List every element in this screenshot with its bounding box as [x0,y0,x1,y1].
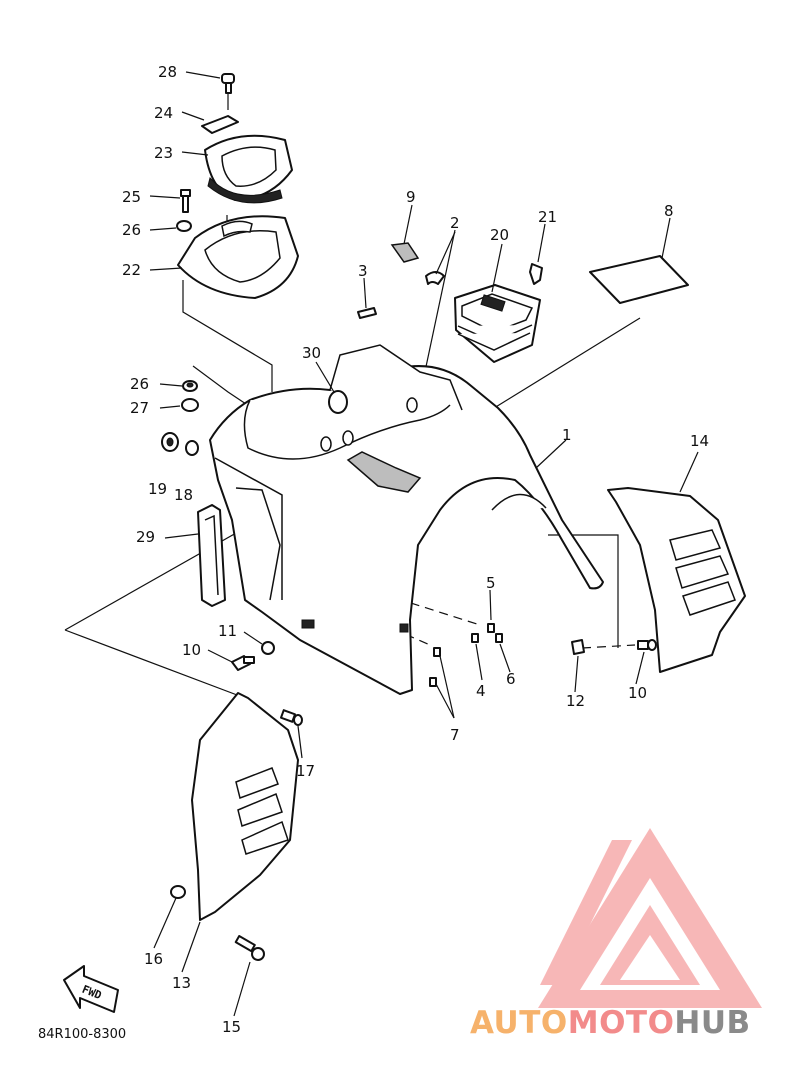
callout-3: 3 [358,262,368,280]
callout-19: 19 [148,480,167,498]
callout-6: 6 [506,670,516,688]
callout-22: 22 [122,261,141,279]
callout-29: 29 [136,528,155,546]
callout-24: 24 [154,104,173,122]
callout-4: 4 [476,682,486,700]
callout-26: 26 [122,221,141,239]
callout-27: 27 [130,399,149,417]
callout-25: 25 [122,188,141,206]
callout-17: 17 [296,762,315,780]
callout-2: 2 [450,214,460,232]
callout-12: 12 [566,692,585,710]
part-12-clip [571,639,585,655]
callout-1: 1 [562,426,572,444]
part-25-bolt [180,189,191,213]
fwd-arrow-icon: FWD [63,965,119,1013]
part-3-pad [357,307,377,319]
part-17-bolt [279,709,303,726]
callout-16: 16 [144,950,163,968]
part-27-collar [181,398,199,412]
watermark-auto: AUTO [470,1005,568,1041]
part-19-grommet [161,432,179,452]
callout-20: 20 [490,226,509,244]
watermark-hub: HUB [674,1005,750,1041]
leader-lines [149,71,699,1017]
part-1-front-cover [209,344,604,695]
part-20-box [454,284,541,363]
callout-14: 14 [690,432,709,450]
callout-13: 13 [172,974,191,992]
part-26-nut-top [176,220,192,232]
callout-8: 8 [664,202,674,220]
part-16-grommet [170,885,186,899]
part-24-plate [201,115,239,134]
callout-10-right: 10 [628,684,647,702]
part-10-bolt-right [637,639,657,651]
part-4-5-6-nuts [429,623,503,687]
part-8-pad [589,255,689,304]
watermark-logo-icon [538,828,762,1008]
callout-28: 28 [158,63,177,81]
callout-labels: 28 24 23 25 26 22 9 2 20 21 8 3 30 26 27… [122,63,709,1036]
callout-23: 23 [154,144,173,162]
watermark-moto: MOTO [568,1005,675,1041]
callout-5: 5 [486,574,496,592]
part-23-meter-bezel [204,134,293,204]
part-21-clip [529,263,543,285]
part-18-washer [185,440,199,456]
part-9-pad [390,242,420,263]
part-29-bracket [197,504,226,607]
callout-11: 11 [218,622,237,640]
callout-7: 7 [450,726,460,744]
svg-text:AUTOMOTOHUB: AUTOMOTOHUB [470,1005,751,1041]
part-13-side-panel-left [191,692,299,921]
callout-15: 15 [222,1018,241,1036]
callout-9: 9 [406,188,416,206]
drawing-code: 84R100-8300 [38,1027,126,1042]
part-11-washer [261,641,275,655]
part-14-side-panel-right [607,487,746,673]
part-30-grommet [328,390,348,414]
callout-21: 21 [538,208,557,226]
part-22-meter-housing [177,215,299,299]
watermark-text: AUTOMOTOHUB [470,1005,751,1041]
callout-26b: 26 [130,375,149,393]
part-2-pad [425,271,445,285]
callout-18: 18 [174,486,193,504]
callout-30: 30 [302,344,321,362]
callout-10-left: 10 [182,641,201,659]
part-10-bolt-left [231,655,255,671]
part-15-bolt [234,935,265,961]
part-28-screw [221,73,235,94]
part-26-nut [182,380,198,392]
